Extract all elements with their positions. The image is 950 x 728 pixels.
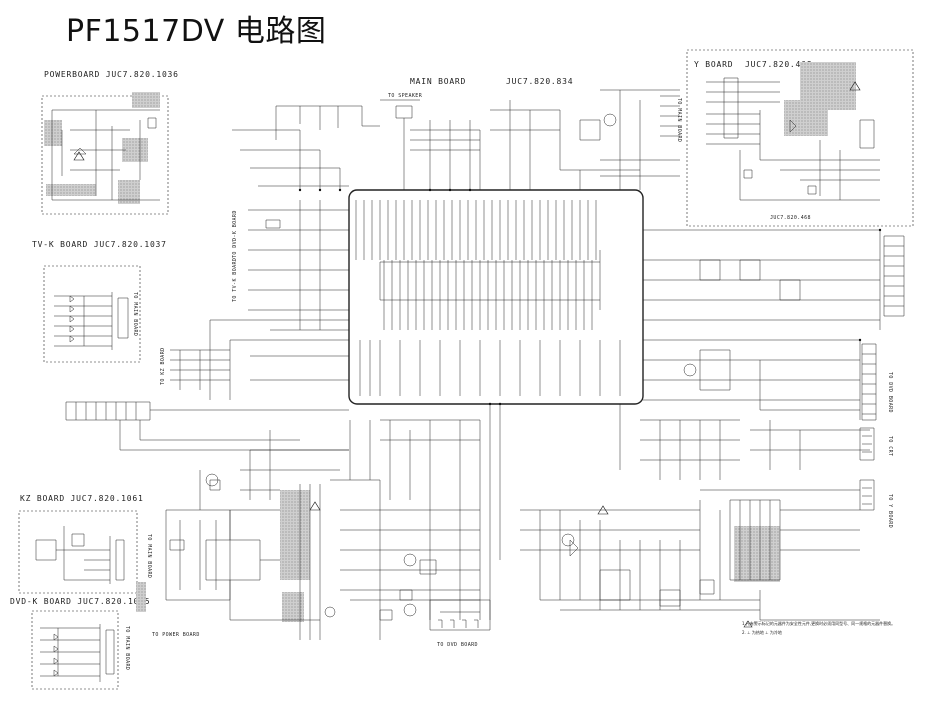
main-board-title: MAIN BOARD — [410, 77, 467, 86]
main-board-code: JUC7.820.834 — [506, 77, 574, 86]
note-line-1: 1.凡有警示标记的元器件为安全性元件,更换时必须用同型号、同一规格的元器件替换。 — [742, 621, 896, 626]
y-board-title: Y BOARD — [694, 60, 734, 69]
tvk-board-outline — [43, 265, 141, 363]
y-board-code-bottom: JUC7.820.468 — [770, 215, 811, 221]
dvdk-board-outline — [31, 610, 119, 690]
kz-board-outline — [18, 510, 138, 594]
tvk-board-label: TV-K BOARD JUC7.820.1037 — [32, 240, 167, 249]
main-ic-body — [348, 189, 644, 405]
power-board-label: POWERBOARD JUC7.820.1036 — [44, 70, 179, 79]
page-title: PF1517DV 电路图 — [66, 14, 327, 49]
kz-board-label: KZ BOARD JUC7.820.1061 — [20, 494, 144, 503]
dvdk-board-label: DVD-K BOARD JUC7.820.1035 — [10, 597, 151, 606]
y-board-code: JUC7.820.468 — [745, 60, 813, 69]
to-power-board-label: TO POWER BOARD — [152, 632, 200, 638]
to-dvd-board-bottom-label: TO DVD BOARD — [437, 642, 478, 648]
note-line-2: 2. ⊥ 为热地 ⊥ 为冷地 — [742, 630, 782, 635]
y-board-outline — [686, 49, 914, 227]
to-speaker-label: TO SPEAKER — [388, 93, 423, 99]
power-board-outline — [41, 95, 169, 215]
